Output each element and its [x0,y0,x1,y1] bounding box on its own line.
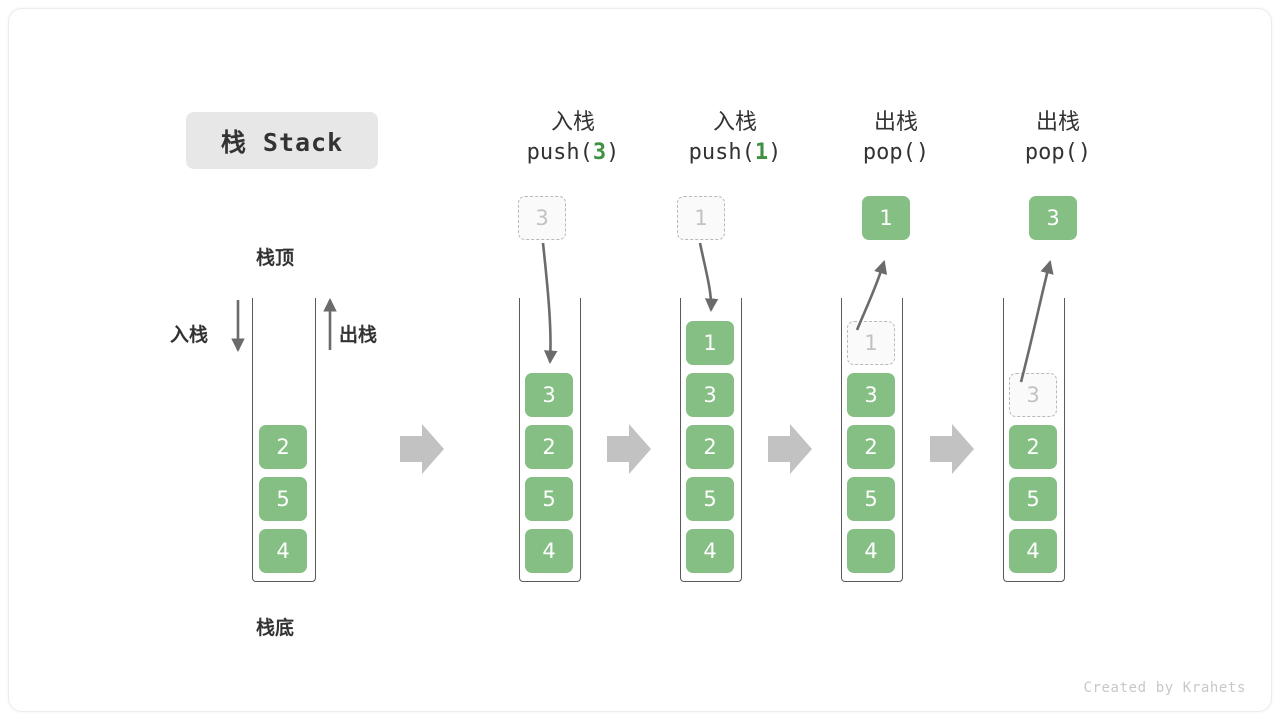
stack-cell: 4 [1009,529,1057,573]
stack-cell: 2 [1009,425,1057,469]
stack-cell: 5 [847,477,895,521]
stack-cell: 2 [259,425,307,469]
floating-ghost-cell: 3 [518,196,566,240]
stack-cell: 1 [686,321,734,365]
column-heading-pop-1: 出栈 pop() [841,108,951,168]
stack-top-label: 栈顶 [256,247,295,269]
column-heading-pop-2: 出栈 pop() [1003,108,1113,168]
stack-container-initial [252,298,316,582]
column-heading-push-3: 入栈 push(3) [518,108,628,168]
column-heading-cn: 入栈 [712,110,757,135]
stack-container-push-1 [680,298,742,582]
diagram-title-badge: 栈 Stack [186,112,378,169]
push-direction-label: 入栈 [170,324,209,346]
column-heading-code: push(3) [526,140,620,165]
floating-popped-cell: 3 [1029,196,1077,240]
column-heading-code: pop() [862,140,930,165]
stack-cell: 2 [686,425,734,469]
stack-ghost-cell: 1 [847,321,895,365]
floating-popped-cell: 1 [862,196,910,240]
stack-cell: 3 [525,373,573,417]
stack-container-pop-2 [1003,298,1065,582]
stack-cell: 2 [847,425,895,469]
stack-cell: 2 [525,425,573,469]
stack-cell: 4 [686,529,734,573]
stack-cell: 3 [847,373,895,417]
stack-ghost-cell: 3 [1009,373,1057,417]
push-argument: 3 [592,140,607,165]
column-heading-cn: 入栈 [550,110,595,135]
stack-cell: 5 [686,477,734,521]
column-heading-cn: 出栈 [873,110,918,135]
stack-cell: 4 [259,529,307,573]
stack-cell: 5 [259,477,307,521]
stack-cell: 4 [847,529,895,573]
pop-direction-label: 出栈 [339,324,378,346]
stack-cell: 3 [686,373,734,417]
stack-cell: 4 [525,529,573,573]
floating-ghost-cell: 1 [677,196,725,240]
stack-cell: 5 [525,477,573,521]
column-heading-code: push(1) [688,140,782,165]
page-title: 栈 Stack [220,127,344,157]
stack-cell: 5 [1009,477,1057,521]
column-heading-push-1: 入栈 push(1) [680,108,790,168]
credit-watermark: Created by Krahets [1083,680,1246,696]
stack-container-push-3 [519,298,581,582]
stack-bottom-label: 栈底 [256,617,295,639]
column-heading-cn: 出栈 [1035,110,1080,135]
stack-container-pop-1 [841,298,903,582]
column-heading-code: pop() [1024,140,1092,165]
push-argument: 1 [754,140,769,165]
